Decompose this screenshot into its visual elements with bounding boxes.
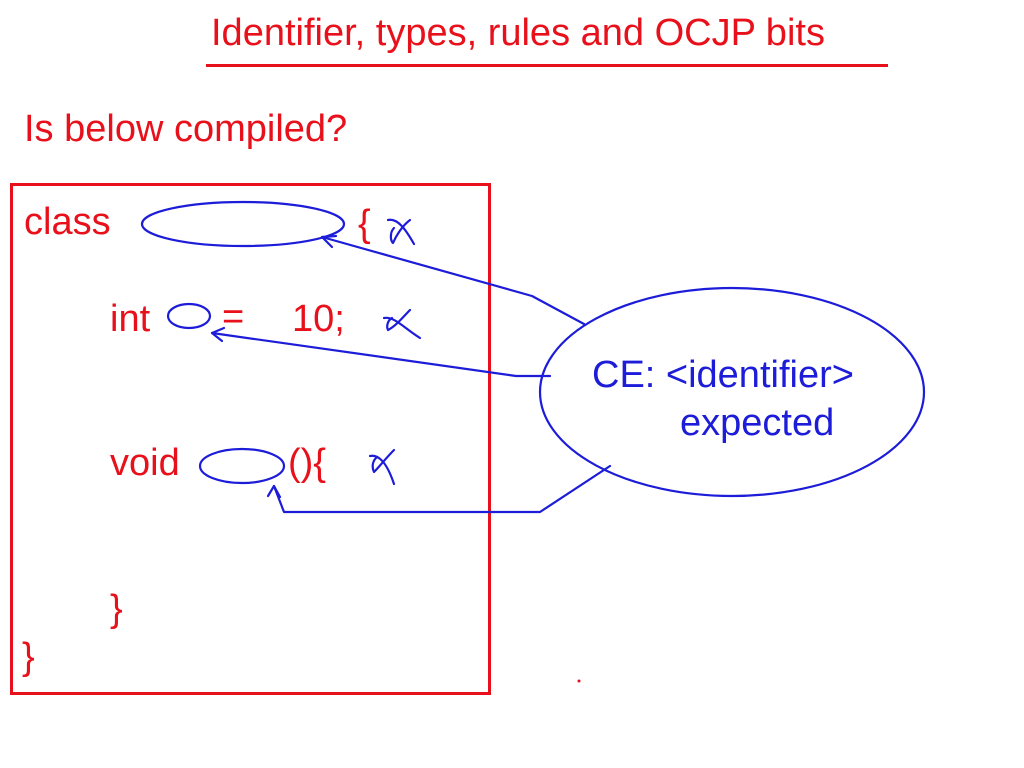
method-name-blank	[198, 447, 286, 485]
void-keyword: void	[110, 442, 180, 484]
cross-mark-icon	[382, 308, 422, 340]
arrow-to-method-blank	[272, 464, 612, 514]
stray-dot	[577, 679, 581, 683]
class-name-blank	[140, 200, 346, 248]
slide-title: Identifier, types, rules and OCJP bits	[211, 12, 825, 54]
class-open-brace: {	[358, 203, 371, 245]
method-close-brace: }	[110, 588, 123, 630]
cross-mark-icon	[368, 448, 396, 486]
int-value: 10;	[292, 298, 345, 340]
code-box	[10, 183, 491, 695]
variable-name-blank	[166, 302, 212, 330]
callout-text-line2: expected	[680, 402, 835, 444]
class-keyword: class	[24, 201, 111, 243]
arrow-to-variable-blank	[210, 331, 552, 378]
callout-text-line1: CE: <identifier>	[592, 354, 854, 396]
question-text: Is below compiled?	[24, 108, 348, 150]
int-keyword: int	[110, 298, 151, 340]
arrow-to-class-blank	[320, 235, 586, 326]
class-close-brace: }	[22, 636, 35, 678]
arrowhead-class	[320, 234, 338, 249]
callout-ellipse	[538, 286, 926, 498]
arrowhead-method	[266, 484, 282, 499]
cross-mark-icon	[386, 218, 416, 246]
equals-sign: =	[222, 296, 245, 338]
method-parens-brace: (){	[288, 442, 326, 484]
arrowhead-variable	[210, 326, 226, 343]
title-underline	[206, 64, 888, 67]
